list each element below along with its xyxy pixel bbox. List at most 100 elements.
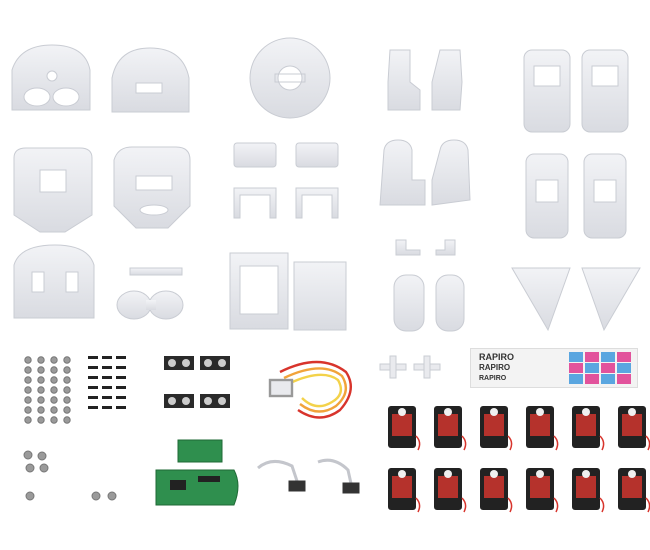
silver-screw [63,386,71,394]
label-sticker-sheet: RAPIRO RAPIRO RAPIRO [470,348,638,388]
servo-motor [434,468,467,513]
silver-screw [37,356,45,364]
silver-screw [63,356,71,364]
label-chip [585,363,599,373]
black-screw [102,376,112,379]
black-screw [88,366,98,369]
silver-screw [50,366,58,374]
label-text-2: RAPIRO [479,363,511,372]
servo-motor [572,406,605,451]
label-chip [601,363,615,373]
servo-motor [434,406,467,451]
face-plate-right [113,146,191,229]
silver-screw [50,356,58,364]
silver-screw [25,491,35,501]
label-text-3: RAPIRO [479,375,507,382]
silver-screw [37,396,45,404]
black-screw [116,386,126,389]
silver-screw [37,366,45,374]
torso-frame [229,252,347,331]
silver-screw [24,376,32,384]
servo-motor [618,468,650,513]
silver-screw [37,376,45,384]
foot-plates [511,267,641,332]
label-chip [617,363,631,373]
silver-screw [50,416,58,424]
servo-motor [480,406,513,451]
silver-screw [24,386,32,394]
label-color-chips [569,352,635,385]
label-chip [569,352,583,362]
arm-parts [379,49,471,332]
label-text-1: RAPIRO [479,352,515,362]
black-screw [116,356,126,359]
black-screw [116,396,126,399]
silver-screw [23,450,33,460]
face-plate-left [13,147,93,233]
servo-motor [526,468,559,513]
silver-screw [50,406,58,414]
label-chip [569,363,583,373]
black-screw [116,376,126,379]
silver-screw [63,416,71,424]
silver-screw [50,386,58,394]
silver-screw [63,406,71,414]
silver-screw [63,396,71,404]
silver-screw [24,396,32,404]
silver-screw [37,406,45,414]
main-controller-pcb [155,469,239,506]
black-screw [116,366,126,369]
silver-screw [91,491,101,501]
servo-motor [480,468,513,513]
label-chip [601,374,615,384]
silver-screw [39,463,49,473]
head-back-shell [111,47,190,113]
label-chip [585,374,599,384]
black-screw [116,406,126,409]
servo-motor [388,406,421,451]
silver-screw [37,451,47,461]
black-screw [88,356,98,359]
black-screw [102,366,112,369]
silver-screw [50,396,58,404]
servo-motor [618,406,650,451]
black-screw [88,376,98,379]
black-screw [102,356,112,359]
silver-screw [63,366,71,374]
silver-screw [24,406,32,414]
silver-screw [24,416,32,424]
silver-screw [25,463,35,473]
servo-horn-brackets [164,356,230,408]
silver-screw [37,416,45,424]
small-linkage-parts [116,267,184,320]
label-chip [617,374,631,384]
black-screw [88,396,98,399]
waist-disc [249,37,331,119]
silver-screw [50,376,58,384]
black-screws-group [88,356,126,409]
label-chip [601,352,615,362]
silver-screw [37,386,45,394]
servo-motor [572,468,605,513]
label-chip [617,352,631,362]
black-screw [102,406,112,409]
wire-harness [268,360,352,419]
servo-motors-group [388,406,650,513]
shoulder-brackets [233,142,339,219]
servo-motor [388,468,421,513]
cross-servo-horns [379,355,441,379]
black-screw [102,396,112,399]
head-front-shell [11,44,91,111]
label-chip [569,374,583,384]
silver-screw [24,366,32,374]
silver-screw [24,356,32,364]
ribbon-cables [257,458,360,494]
head-base-plate [13,244,95,319]
silver-screw [107,491,117,501]
silver-screw [63,376,71,384]
black-screw [102,386,112,389]
black-screw [88,406,98,409]
leg-shells [523,49,629,239]
